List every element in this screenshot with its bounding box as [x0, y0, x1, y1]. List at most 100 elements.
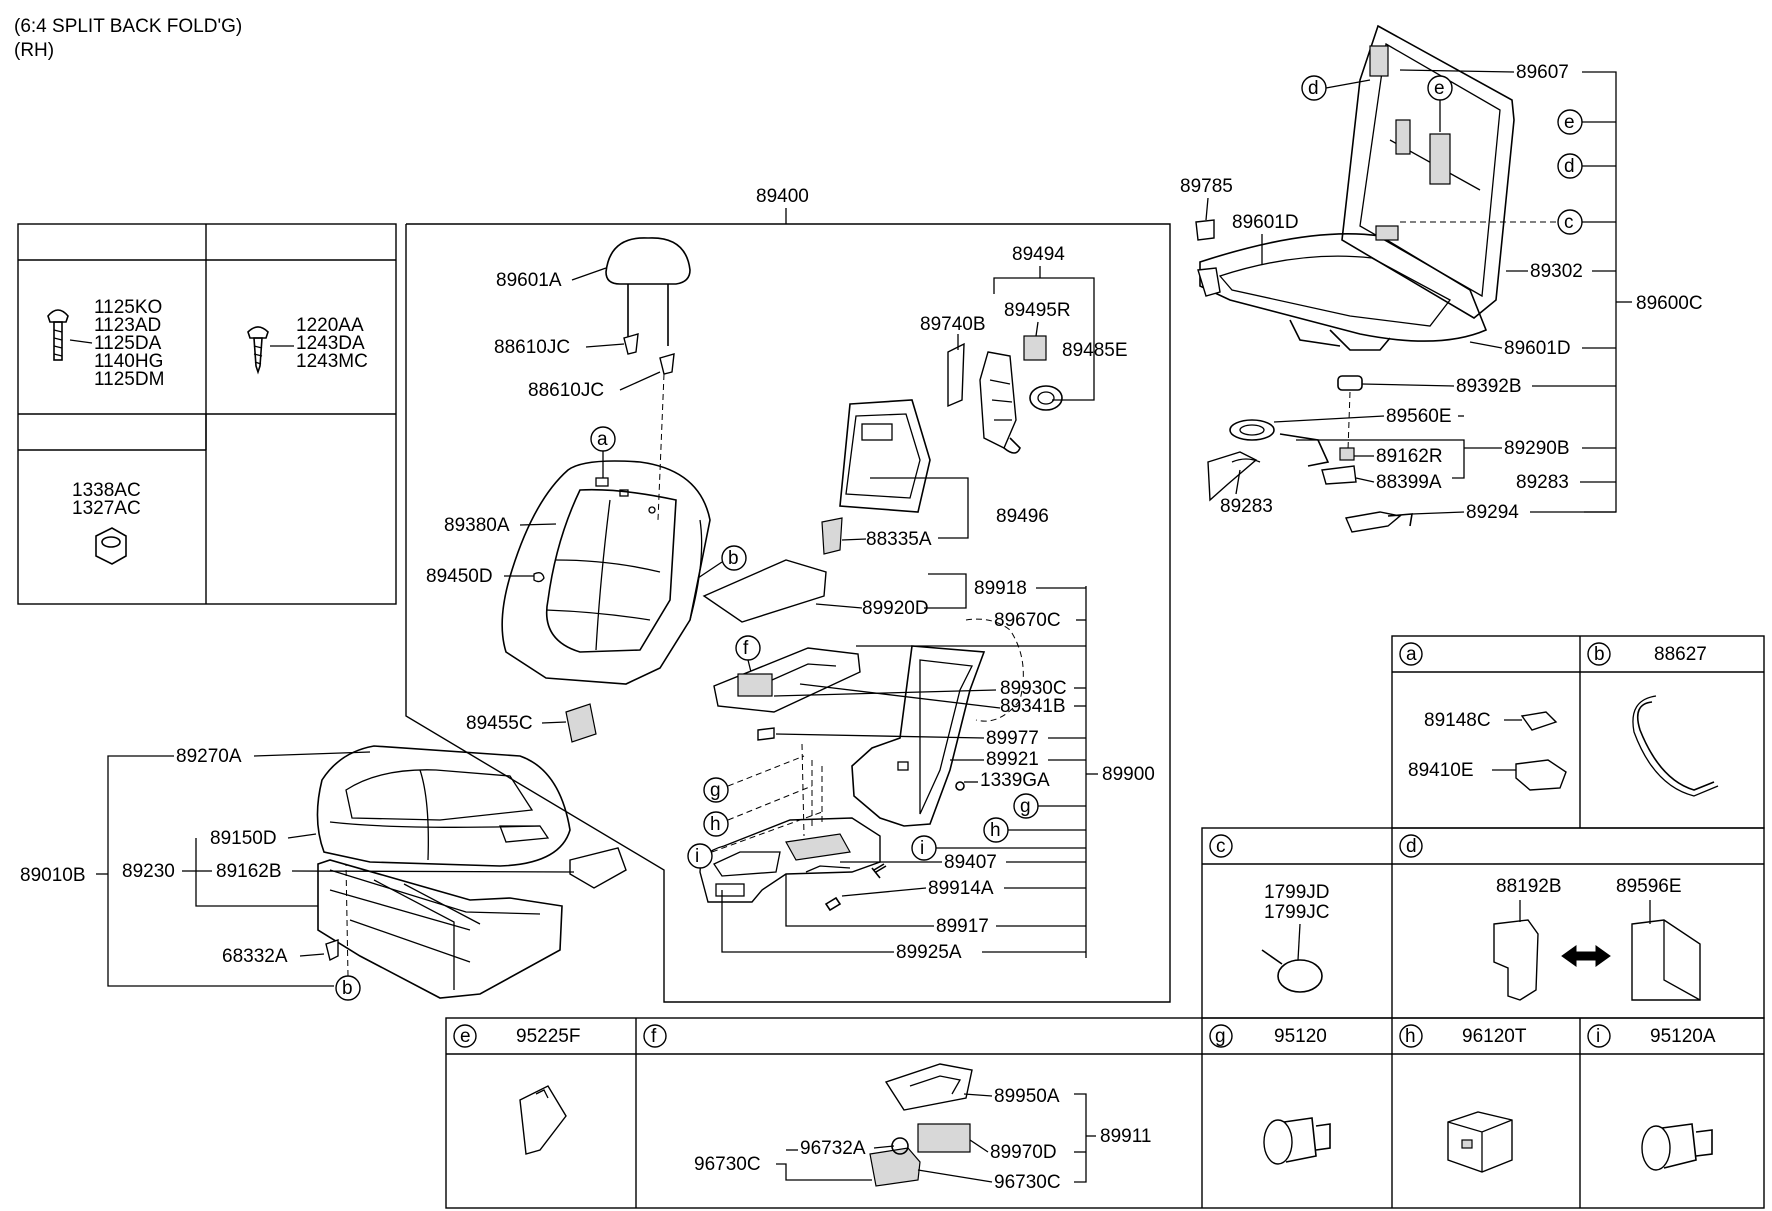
panel-b-badge	[1587, 642, 1611, 666]
panel-c-badge	[1209, 834, 1233, 858]
panel-c-part-1: 1799JD	[1264, 882, 1330, 903]
callout-b-bottom-letter: b	[342, 978, 353, 999]
label-89150D: 89150D	[210, 828, 277, 849]
panel-f-part-1: 89950A	[994, 1086, 1060, 1107]
seat-cushion-icon	[316, 745, 571, 999]
nut-part-1: 1338AC	[72, 480, 141, 501]
label-89230: 89230	[122, 861, 175, 882]
label-89496: 89496	[996, 506, 1049, 527]
seat-back-icon	[501, 460, 711, 685]
label-89407: 89407	[944, 852, 997, 873]
bumper-89785-icon	[1195, 219, 1215, 241]
callout-a-letter: a	[597, 429, 608, 450]
detail-panels-ab	[1391, 635, 1765, 829]
cable-tie-icon	[1261, 923, 1323, 993]
panel-f-part-5: 96730C	[994, 1172, 1061, 1193]
seat-assembly-box	[405, 223, 1171, 1003]
control-switch-icon	[869, 1063, 973, 1187]
panel-f-badge	[643, 1024, 667, 1048]
recliner-parts-icon	[1207, 419, 1413, 533]
bolt-icon	[47, 309, 69, 361]
label-89302: 89302	[1530, 261, 1583, 282]
label-89162B: 89162B	[216, 861, 282, 882]
headrest-icon	[605, 237, 691, 346]
callout-g-left-letter: g	[710, 780, 721, 801]
label-89900: 89900	[1102, 764, 1155, 785]
panel-e-title: 95225F	[516, 1026, 580, 1047]
panel-d-badge	[1399, 834, 1423, 858]
panel-f-letter: f	[651, 1026, 657, 1047]
headrest-guide-icon	[623, 333, 675, 375]
label-89392B: 89392B	[1456, 376, 1522, 397]
panel-f-part-2: 96732A	[800, 1138, 866, 1159]
label-88610JC-2: 88610JC	[528, 380, 604, 401]
callout-g-left	[703, 777, 729, 803]
panel-i-badge	[1587, 1024, 1611, 1048]
cap-89148C-icon	[1504, 711, 1558, 731]
hardware-box: 1125KO 1123AD 1125DA 1140HG 1125DM 1220A…	[17, 223, 397, 605]
panel-g-title: 95120	[1274, 1026, 1327, 1047]
callout-h-left	[703, 811, 729, 837]
label-89485E: 89485E	[1062, 340, 1128, 361]
header-subtitle: (RH)	[14, 40, 54, 61]
callout-i-left	[687, 843, 713, 869]
panel-b-letter: b	[1594, 644, 1605, 665]
cushion-pad-icon	[569, 847, 627, 889]
label-89977: 89977	[986, 728, 1039, 749]
dashed-pins	[801, 743, 823, 837]
callout-h-left-letter: h	[710, 814, 721, 835]
header-title: (6:4 SPLIT BACK FOLD'G)	[14, 16, 242, 37]
panel-a-part-1: 89148C	[1424, 710, 1491, 731]
label-89601A: 89601A	[496, 270, 562, 291]
label-88399A: 88399A	[1376, 472, 1442, 493]
callout-i-left-letter: i	[695, 846, 699, 867]
bolt-a-part-5: 1125DM	[94, 369, 164, 390]
back-panel-icon	[821, 399, 931, 555]
screw-icon	[247, 326, 269, 375]
switch-panel-icon	[713, 647, 861, 713]
panel-c-letter: c	[1216, 836, 1226, 857]
callout-e-frame-letter: e	[1434, 78, 1445, 99]
label-89917: 89917	[936, 916, 989, 937]
label-89162R: 89162R	[1376, 446, 1443, 467]
panel-a-badge	[1399, 642, 1423, 666]
bushing-89392B-icon	[1337, 375, 1363, 391]
panel-c-part-2: 1799JC	[1264, 902, 1330, 923]
port-96120T-icon	[1447, 1111, 1513, 1173]
bolt-a-part-1: 1125KO	[94, 297, 162, 318]
panel-d-part-1: 88192B	[1496, 876, 1562, 897]
console-base-icon	[699, 817, 881, 903]
label-1339GA: 1339GA	[980, 770, 1050, 791]
panel-b-title: 88627	[1654, 644, 1707, 665]
panel-g-badge	[1209, 1024, 1233, 1048]
label-89283-2: 89283	[1220, 496, 1273, 517]
bolt-b-part-3: 1243MC	[296, 351, 368, 372]
cap-89410E-icon	[1492, 759, 1567, 791]
armrest-cover-icon	[702, 559, 827, 623]
nut-icon	[95, 527, 127, 565]
label-68332A: 68332A	[222, 946, 288, 967]
small-clip-icon	[757, 727, 775, 741]
callout-b-top	[721, 545, 747, 571]
label-89914A: 89914A	[928, 878, 994, 899]
bolt-a-part-4: 1140HG	[94, 351, 163, 372]
label-89601D-1: 89601D	[1232, 212, 1299, 233]
label-89294: 89294	[1466, 502, 1519, 523]
socket-95120A-icon	[1641, 1123, 1713, 1171]
label-89010B: 89010B	[20, 865, 86, 886]
label-89920D: 89920D	[862, 598, 929, 619]
latch-bracket-icon	[947, 335, 1063, 454]
panel-d-part-2: 89596E	[1616, 876, 1682, 897]
sensor-95225F-icon	[519, 1085, 567, 1155]
connector-89596E-icon	[1631, 900, 1701, 1001]
panel-i-title: 95120A	[1650, 1026, 1716, 1047]
callout-f-main-letter: f	[743, 638, 749, 659]
panel-a-part-2: 89410E	[1408, 760, 1474, 781]
label-89341B: 89341B	[1000, 696, 1066, 717]
label-89930C: 89930C	[1000, 678, 1067, 699]
panel-h-badge	[1399, 1024, 1423, 1048]
panel-e-letter: e	[460, 1026, 471, 1047]
panel-h-title: 96120T	[1462, 1026, 1527, 1047]
panel-f-part-6: 89911	[1100, 1126, 1151, 1147]
label-89494: 89494	[1012, 244, 1065, 265]
